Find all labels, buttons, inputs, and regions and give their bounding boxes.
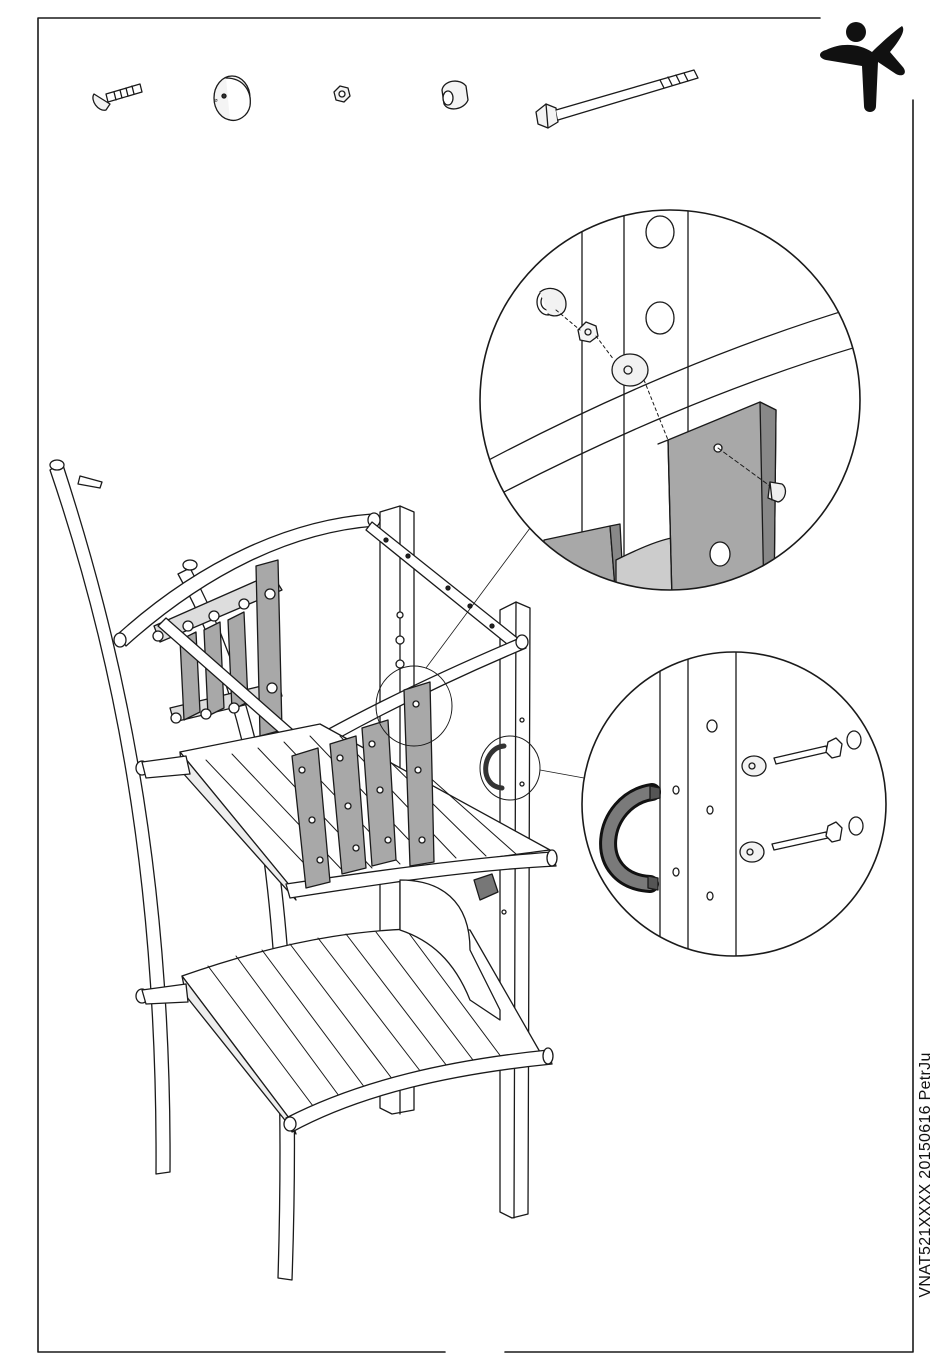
document-code: VNAT521XXXX 20150616 PetrJu [914, 1020, 938, 1330]
detail-view-handle [580, 650, 890, 960]
document-code-text: VNAT521XXXX 20150616 PetrJu [917, 1052, 935, 1297]
side-tube-left [50, 460, 170, 1174]
hex-nut-icon [334, 86, 350, 102]
cap-nut-icon [442, 81, 468, 109]
main-assembly [50, 460, 584, 1280]
parts-row: ⌀ [93, 70, 698, 128]
jumping-person-logo [820, 22, 905, 112]
detail-view-bolt [470, 200, 880, 600]
detail-washer-cap [612, 354, 648, 386]
carriage-bolt-icon [93, 84, 142, 110]
rounded-washer-cap-icon: ⌀ [214, 76, 250, 120]
svg-text:⌀: ⌀ [214, 98, 218, 104]
lower-deck [136, 929, 553, 1134]
leader-line-handle [540, 770, 584, 778]
rear-post-right [500, 602, 530, 1218]
detail-cap-nut [537, 288, 566, 315]
long-hex-bolt-icon [536, 70, 698, 128]
